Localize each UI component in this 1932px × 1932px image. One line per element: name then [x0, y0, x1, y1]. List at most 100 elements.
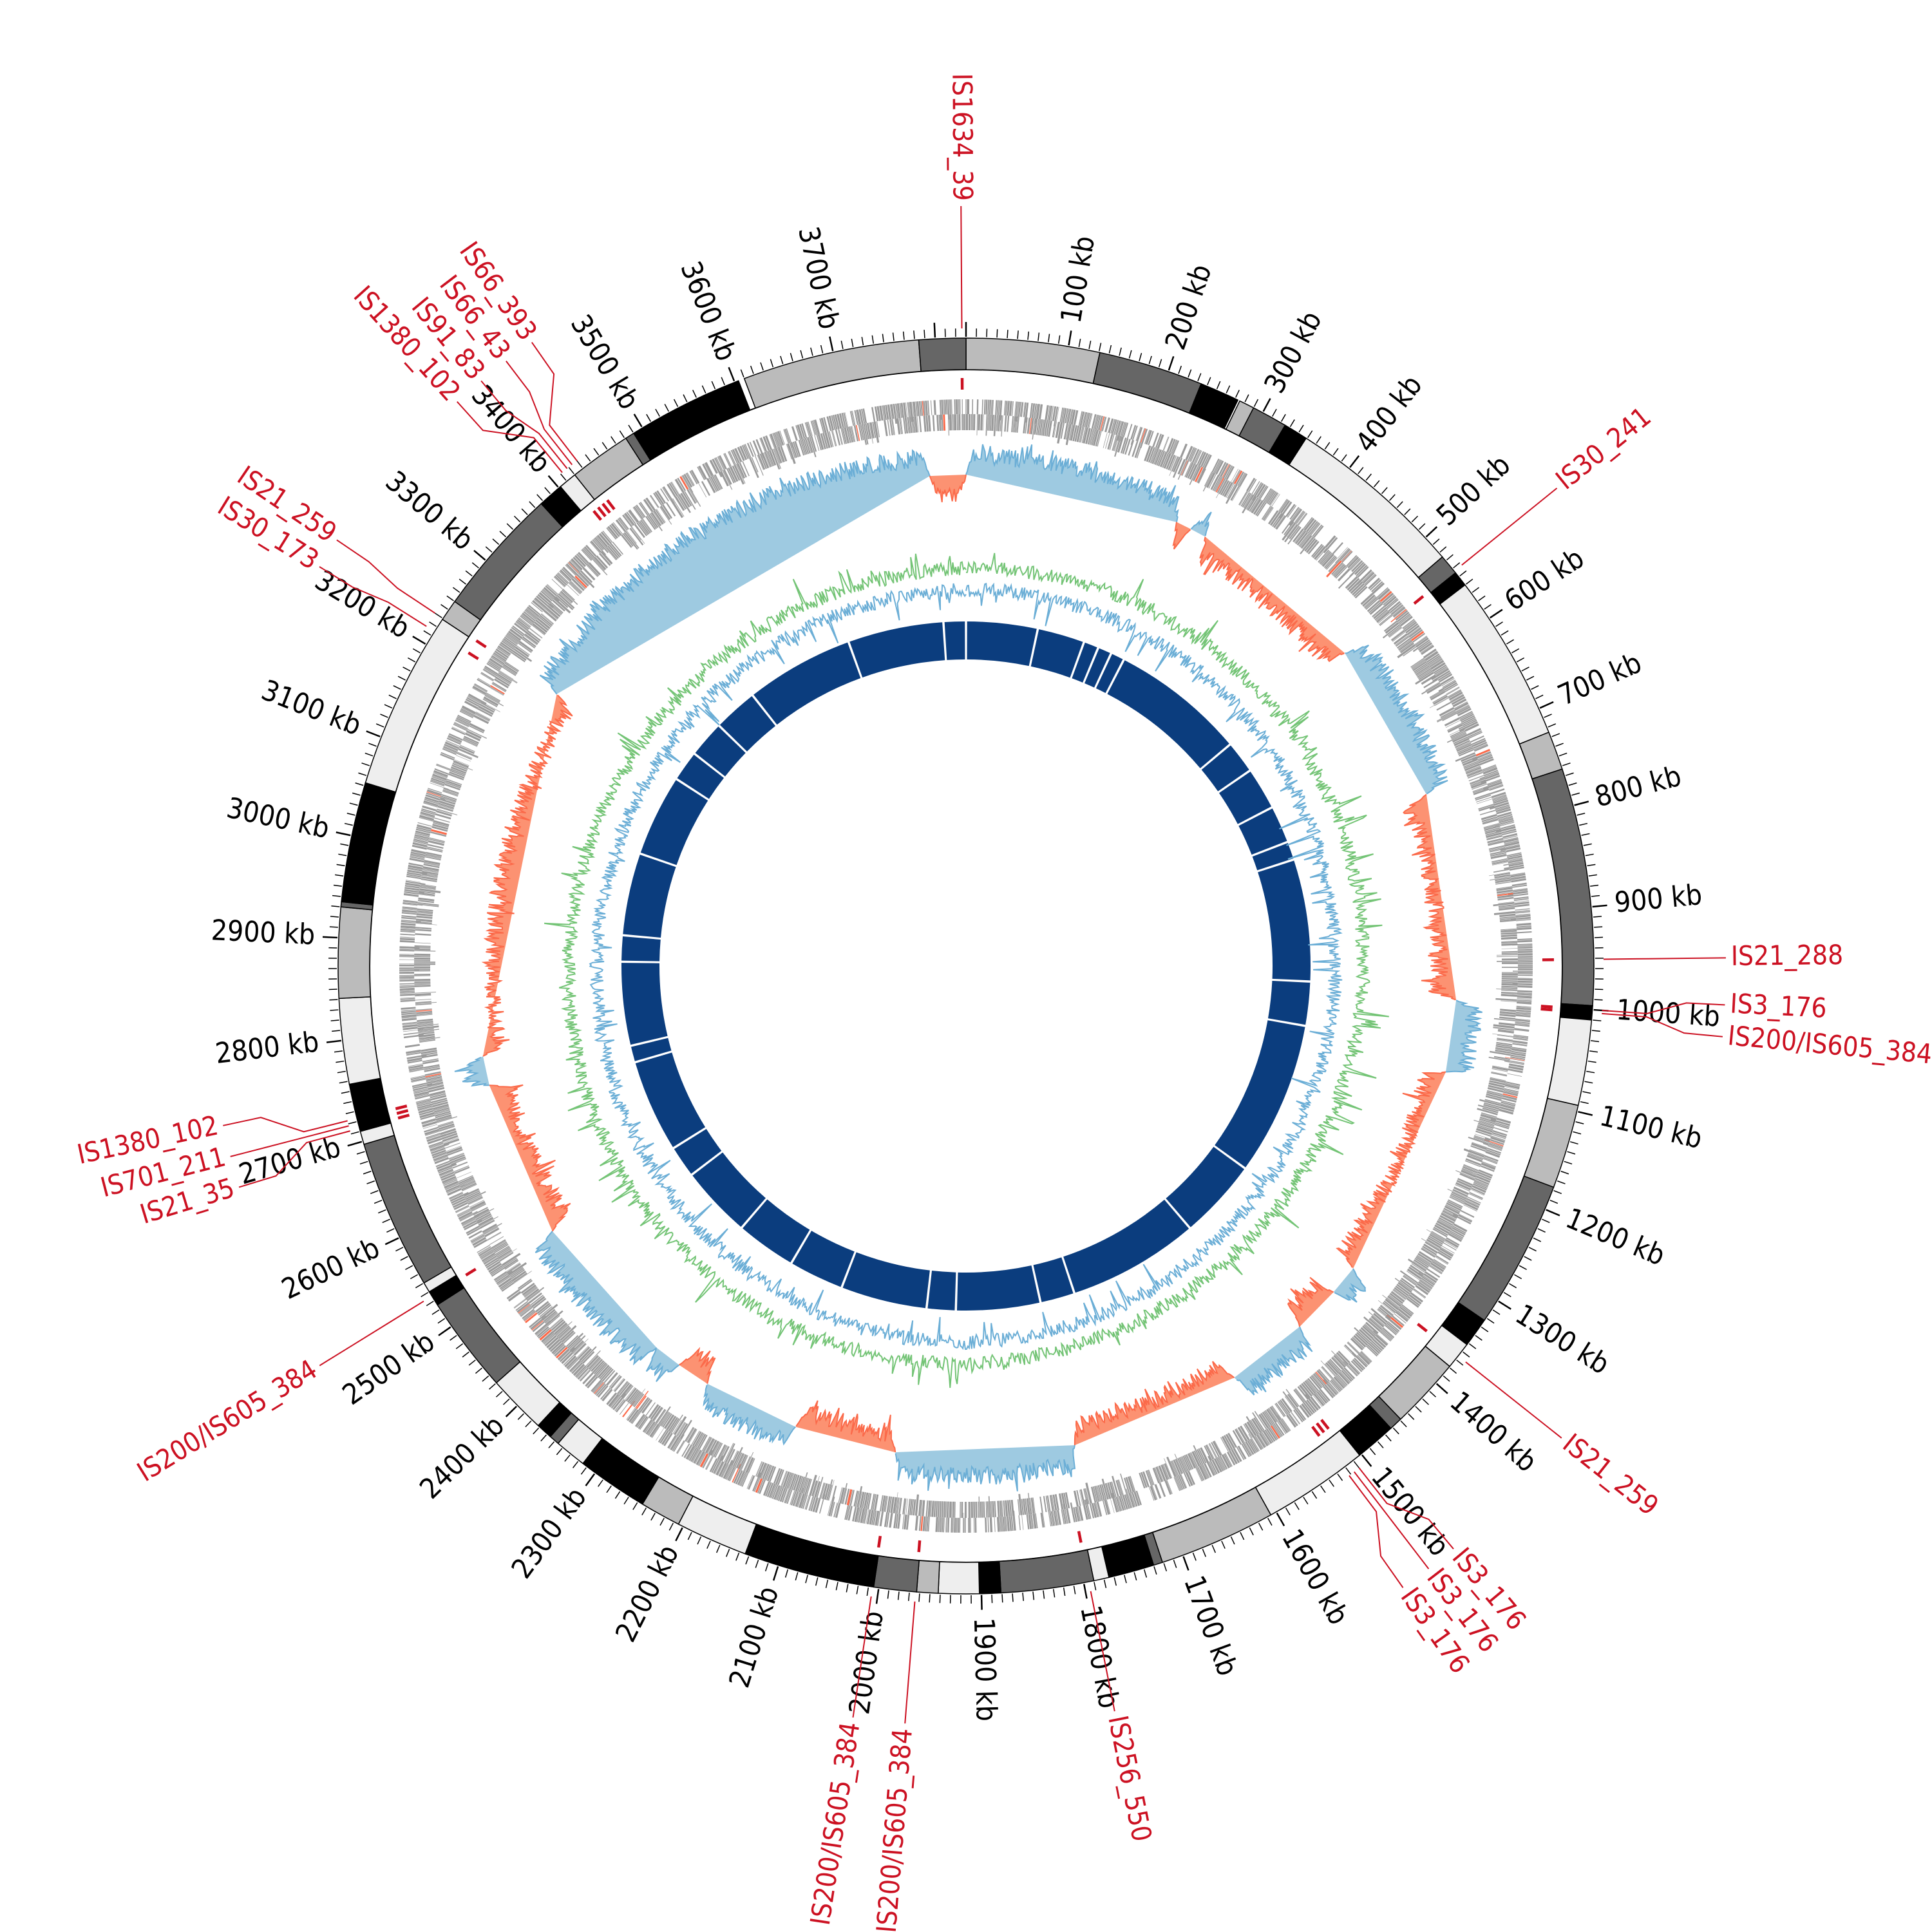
- gene-feature: [740, 1472, 748, 1486]
- gene-feature: [1500, 1103, 1515, 1108]
- minor-tick: [632, 1502, 638, 1510]
- gene-feature: [471, 1202, 486, 1211]
- gene-feature: [1487, 780, 1502, 786]
- gene-feature: [775, 1468, 783, 1485]
- inner-segment: [967, 621, 1037, 667]
- gene-feature: [1016, 416, 1019, 433]
- minor-tick: [1088, 340, 1092, 350]
- gene-feature: [1280, 1399, 1291, 1414]
- gene-feature: [1455, 741, 1471, 750]
- gene-feature: [1057, 422, 1063, 444]
- gene-feature: [1499, 918, 1516, 920]
- minor-tick: [1158, 359, 1162, 368]
- gene-feature: [1426, 1268, 1441, 1278]
- gene-feature: [426, 1075, 442, 1081]
- gene-feature: [1517, 968, 1533, 971]
- minor-tick: [1173, 1560, 1177, 1568]
- gene-feature: [798, 439, 805, 456]
- gene-feature: [525, 1288, 540, 1300]
- gene-feature: [1501, 978, 1518, 980]
- gene-feature: [414, 945, 431, 947]
- gene-feature: [426, 851, 442, 857]
- gene-feature: [1356, 565, 1368, 576]
- gene-feature: [424, 1067, 440, 1072]
- gene-feature: [1342, 1368, 1354, 1381]
- gene-feature: [1408, 627, 1422, 638]
- gene-feature: [1031, 1513, 1034, 1529]
- gene-feature: [706, 478, 716, 493]
- gene-feature: [927, 1517, 930, 1532]
- gene-feature: [1327, 1360, 1340, 1374]
- gene-feature: [732, 1446, 743, 1467]
- gene-feature: [670, 1414, 683, 1434]
- gene-feature: [402, 1024, 418, 1028]
- gene-feature: [1512, 1043, 1528, 1046]
- gene-feature: [437, 1116, 458, 1123]
- gene-feature: [712, 475, 721, 491]
- gene-feature: [470, 1233, 484, 1242]
- gene-feature: [1453, 1186, 1470, 1195]
- gene-feature: [426, 1079, 443, 1084]
- minor-tick: [1509, 1283, 1517, 1289]
- gene-feature: [1237, 472, 1245, 486]
- minor-tick: [1388, 494, 1396, 501]
- gene-feature: [622, 533, 634, 547]
- gene-feature: [594, 1362, 607, 1376]
- gene-feature: [630, 1392, 641, 1405]
- gene-feature: [481, 701, 500, 712]
- gene-feature: [1514, 904, 1530, 907]
- gene-feature: [1066, 1508, 1071, 1524]
- gene-feature: [1026, 1514, 1030, 1530]
- gene-feature: [1457, 747, 1473, 755]
- gene-feature: [849, 1490, 853, 1506]
- gene-feature: [1417, 667, 1431, 677]
- gene-feature: [782, 1471, 790, 1488]
- gene-feature: [1488, 1082, 1505, 1088]
- gene-feature: [489, 686, 504, 696]
- gene-feature: [1186, 1454, 1194, 1469]
- gene-feature: [703, 1437, 712, 1452]
- minor-tick: [795, 1572, 799, 1581]
- gene-feature: [1496, 989, 1518, 990]
- is-mark: [1316, 1422, 1325, 1434]
- gene-feature: [1144, 445, 1151, 462]
- gene-feature: [638, 502, 649, 516]
- gene-feature: [1429, 1265, 1443, 1274]
- minor-tick: [335, 874, 344, 876]
- gene-feature: [1379, 591, 1392, 602]
- gene-feature: [414, 834, 430, 840]
- gene-feature: [1195, 450, 1202, 464]
- gene-feature: [1475, 794, 1492, 801]
- gene-feature: [1438, 1217, 1454, 1226]
- gene-feature: [1175, 1459, 1183, 1475]
- minor-tick: [1048, 334, 1050, 343]
- gene-feature: [419, 887, 436, 890]
- gene-feature: [404, 887, 420, 891]
- gene-feature: [1266, 1408, 1277, 1423]
- gene-feature: [1373, 607, 1386, 618]
- gene-feature: [1504, 1084, 1520, 1090]
- gene-feature: [526, 631, 540, 643]
- gene-feature: [416, 826, 431, 832]
- gene-feature: [1331, 1378, 1343, 1391]
- gene-feature: [483, 1255, 497, 1265]
- gene-feature: [459, 1179, 475, 1186]
- gene-feature: [492, 654, 506, 663]
- gene-feature: [1456, 705, 1470, 714]
- gene-feature: [1114, 1497, 1120, 1512]
- gene-feature: [1429, 658, 1443, 668]
- gene-feature: [797, 424, 804, 440]
- gene-feature: [408, 864, 423, 870]
- gene-feature: [1135, 426, 1141, 441]
- gene-feature: [593, 558, 605, 571]
- gene-feature: [458, 1211, 473, 1220]
- gene-feature: [1262, 488, 1272, 502]
- gene-feature: [566, 1357, 578, 1369]
- gene-feature: [1507, 855, 1522, 860]
- gene-feature: [1507, 853, 1522, 858]
- gene-feature: [1220, 1437, 1229, 1452]
- gene-feature: [833, 1502, 838, 1517]
- gene-feature: [1253, 500, 1264, 515]
- minor-tick: [687, 1531, 692, 1540]
- gene-feature: [440, 795, 457, 802]
